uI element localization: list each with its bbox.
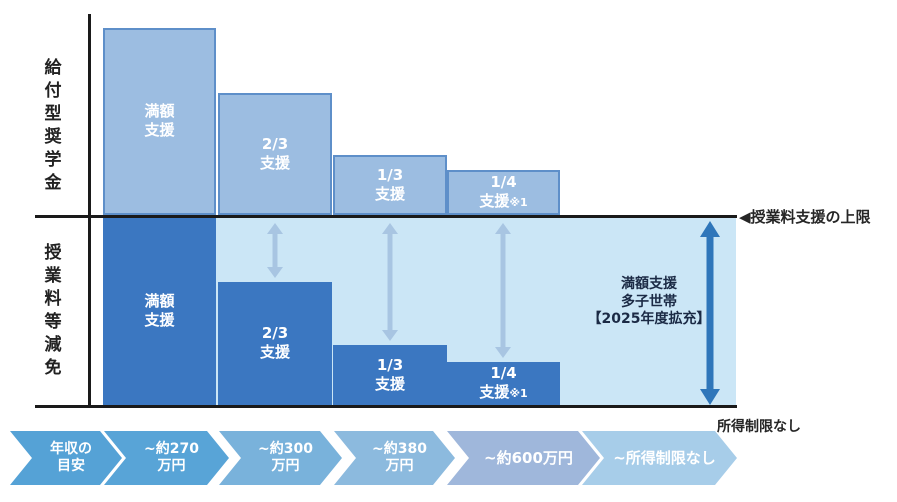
bar-label-text: 支援	[259, 343, 290, 361]
bar-label: 満額	[144, 102, 175, 120]
bar-label-text: 支援	[144, 121, 175, 139]
bar-label: 2/3	[261, 134, 289, 153]
axis-label-tuition: 授業料等減免	[40, 243, 61, 381]
bar-label-text: 支援	[144, 311, 175, 329]
bar-label-text: 支援	[259, 153, 290, 172]
tuition-bar-full: 満額 支援	[103, 218, 216, 405]
income-chevron-600: ~約600万円	[447, 431, 600, 485]
income-chevron-270: ~約270 万円	[104, 431, 229, 485]
scholarship-bar-one-third: 1/3 支援	[333, 155, 447, 215]
gap-double-arrow-3	[495, 223, 511, 358]
y-axis-line	[88, 14, 91, 408]
bar-label: 支援	[144, 121, 174, 141]
x-axis-line	[35, 405, 737, 408]
bar-label: 支援※1	[479, 383, 527, 403]
income-chevron-380: ~約380 万円	[334, 431, 455, 485]
tuition-bar-two-thirds: 2/3 支援	[218, 282, 332, 405]
gap-double-arrow-2	[382, 223, 398, 341]
income-chevron-guideline: 年収の 目安	[10, 431, 122, 485]
bar-label-text: 支援	[374, 374, 405, 393]
bar-label: 1/4	[490, 364, 517, 382]
scholarship-bar-two-thirds: 2/3 支援	[218, 93, 332, 215]
bar-label: 1/4	[490, 173, 517, 191]
bar-label: 支援	[144, 311, 174, 331]
bar-label: 2/3	[261, 324, 289, 342]
bar-label-text: 支援	[479, 383, 510, 401]
bar-label: 満額	[144, 292, 175, 310]
multi-child-annotation: 満額支援 多子世帯 【2025年度拡充】	[587, 276, 711, 327]
bar-label: 1/3	[376, 355, 404, 374]
bar-label-text: 支援	[479, 192, 510, 210]
axis-label-scholarship: 給付型奨学金	[40, 58, 61, 196]
tuition-limit-annotation: ◀授業料支援の上限	[739, 208, 871, 226]
income-chevron-300: ~約300 万円	[219, 431, 342, 485]
bar-label: 支援	[260, 343, 290, 363]
bar-label-note: ※1	[509, 387, 528, 400]
tuition-bar-one-third: 1/3 支援	[333, 345, 447, 405]
bar-label-text: 支援	[374, 184, 405, 203]
scholarship-bar-one-fourth: 1/4 支援※1	[447, 170, 560, 215]
bar-label: 1/3	[376, 165, 404, 184]
full-support-double-arrow	[700, 221, 720, 405]
gap-double-arrow-1	[267, 223, 283, 278]
scholarship-bar-full: 満額 支援	[103, 28, 216, 215]
bar-label: 支援	[375, 185, 405, 205]
bar-label: 支援	[375, 375, 405, 395]
no-income-limit-annotation: 所得制限なし	[717, 419, 801, 435]
bar-label: 支援	[260, 154, 290, 174]
bar-label: 支援※1	[479, 192, 527, 212]
tuition-bar-one-fourth: 1/4 支援※1	[447, 362, 560, 405]
income-chevron-no-limit: ~所得制限なし	[582, 431, 737, 485]
tuition-support-limit-line	[35, 215, 737, 218]
bar-label-note: ※1	[509, 196, 528, 209]
